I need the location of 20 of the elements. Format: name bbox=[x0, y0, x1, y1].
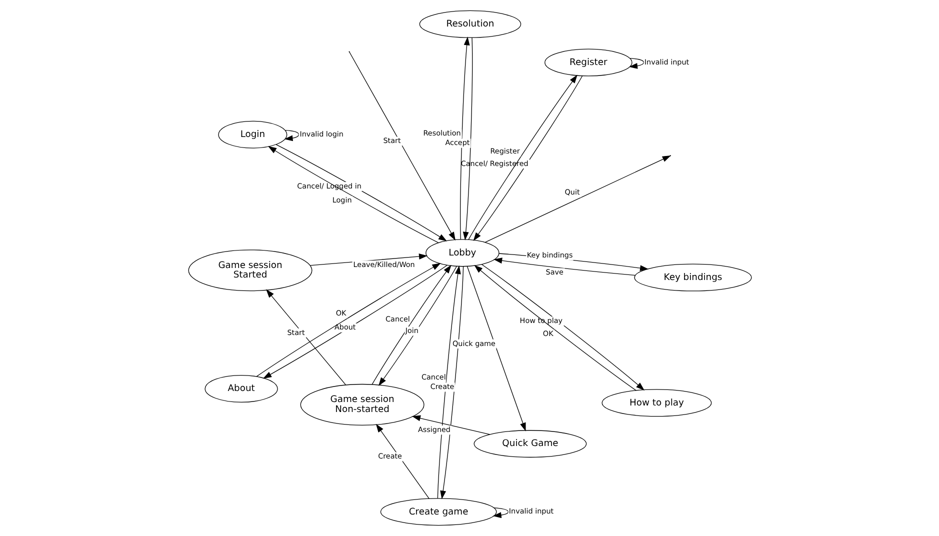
arrow bbox=[492, 507, 508, 518]
arrow bbox=[466, 266, 526, 432]
node-ellipse: Game session Started bbox=[188, 250, 312, 292]
arrow bbox=[284, 130, 299, 142]
arrow bbox=[460, 36, 470, 240]
node-ellipse: Resolution bbox=[418, 10, 521, 38]
node-ellipse: Register bbox=[544, 48, 632, 76]
arrow bbox=[628, 58, 644, 69]
arrow bbox=[371, 264, 451, 385]
arrow bbox=[493, 258, 636, 276]
arrow bbox=[348, 52, 455, 241]
arrow bbox=[462, 37, 472, 240]
node-ellipse: Login bbox=[218, 120, 287, 148]
node-ellipse: Game session Non-started bbox=[300, 384, 424, 426]
node-ellipse: Lobby bbox=[425, 239, 499, 267]
node-ellipse: About bbox=[204, 374, 278, 403]
arrow bbox=[378, 266, 457, 386]
node-ellipse: Quick Game bbox=[473, 430, 586, 458]
node-ellipse: Create game bbox=[380, 498, 496, 526]
node-ellipse: How to play bbox=[601, 389, 712, 417]
